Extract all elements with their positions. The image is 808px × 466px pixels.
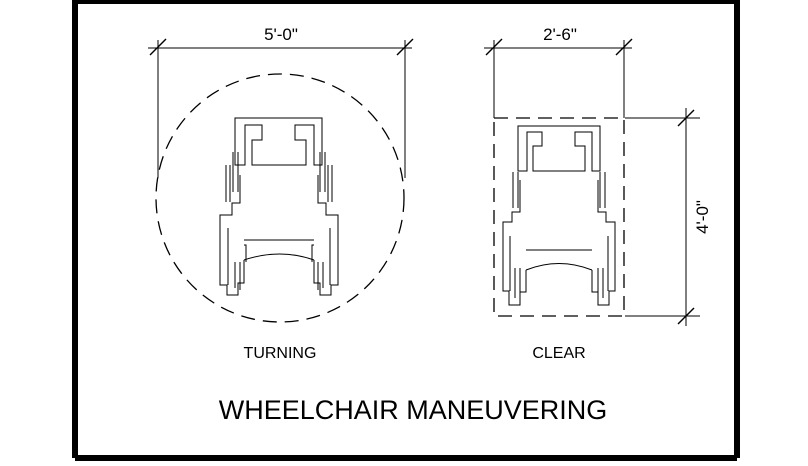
clear-floor-space [493,117,625,317]
wheelchair-symbol-turning [219,117,339,296]
clear-width-dimension-text: 2'-6" [543,25,577,44]
turning-dimension-text: 5'-0" [264,25,298,44]
wheelchair-symbol-clear [502,125,616,306]
clear-width-dimension: 2'-6" [484,25,633,118]
clear-figure: 2'-6" 4'-0" CLEAR [484,25,712,362]
turning-width-dimension: 5'-0" [148,25,414,178]
clear-depth-dimension: 4'-0" [625,108,712,326]
turning-label: TURNING [244,345,317,362]
diagram-title: WHEELCHAIR MANEUVERING [219,395,608,425]
clear-label: CLEAR [532,345,585,362]
clear-depth-dimension-text: 4'-0" [693,200,712,234]
turning-circle [155,73,405,323]
turning-figure: 5'-0" TURNING [148,25,414,362]
sheet-border [72,0,740,461]
